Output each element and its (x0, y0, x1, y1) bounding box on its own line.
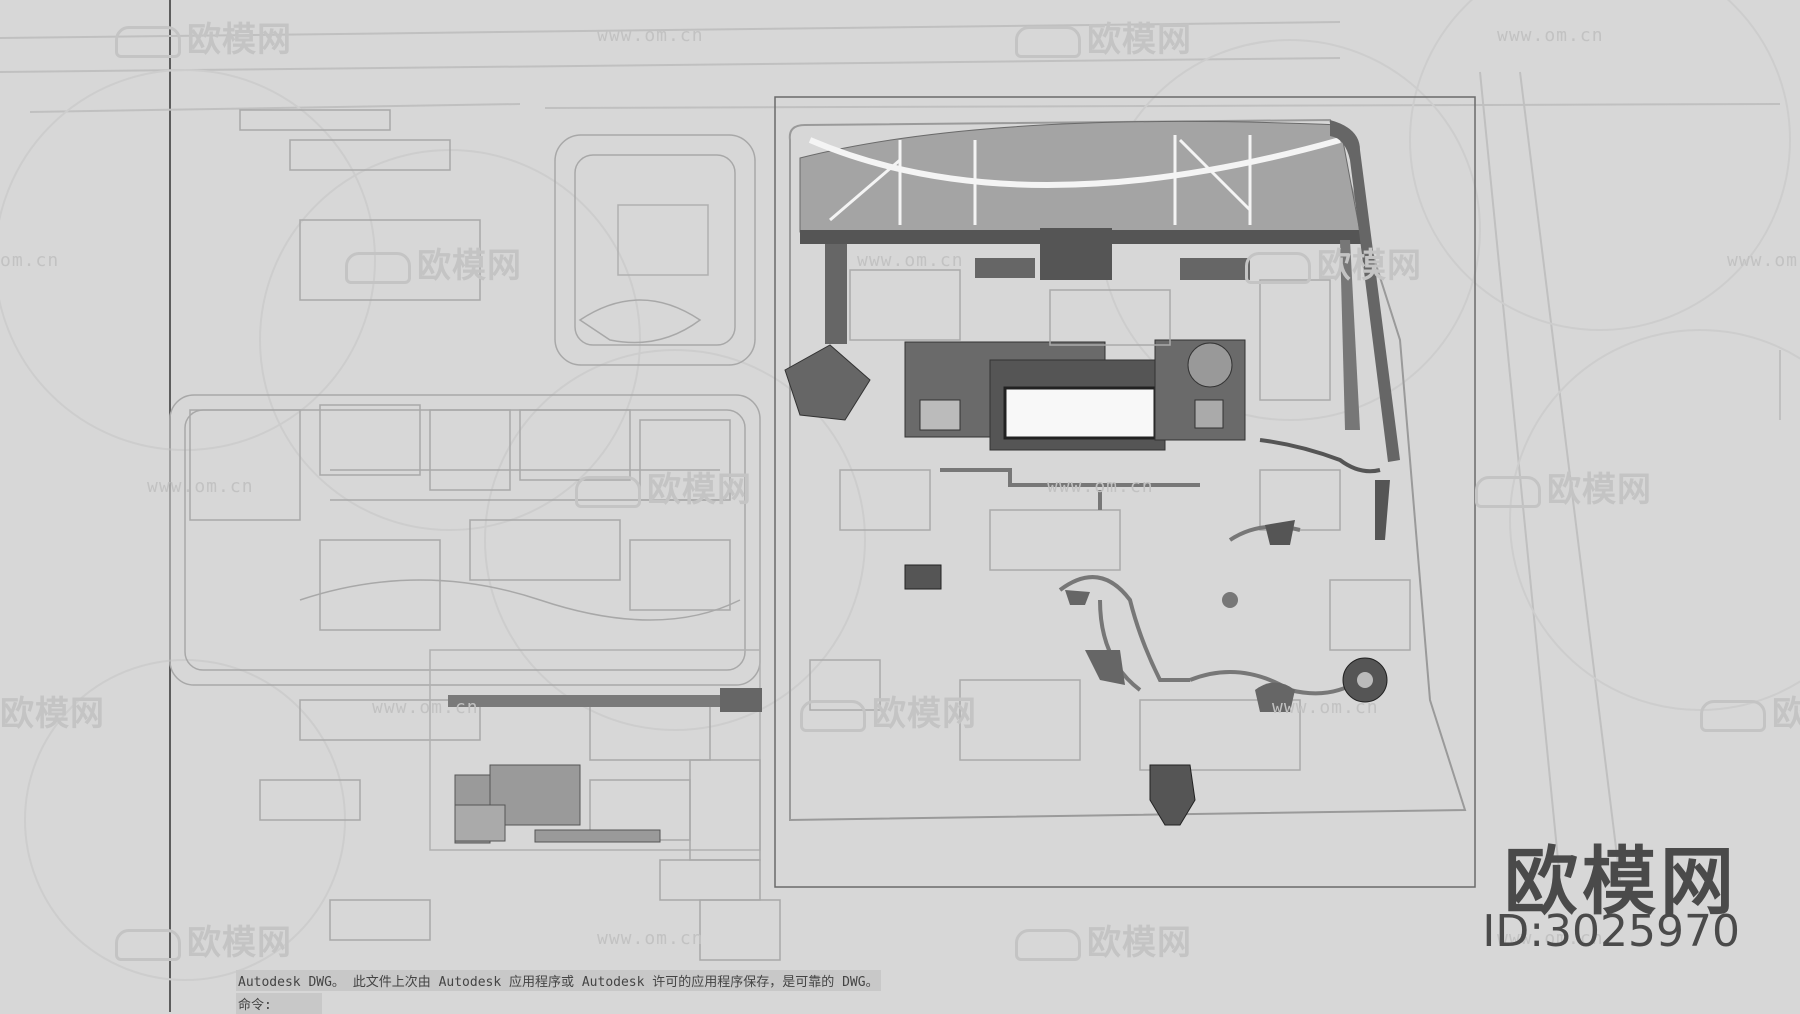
watermark-logo: 欧模网 (115, 12, 292, 61)
watermark-logo: 欧模网 (0, 694, 105, 734)
watermark-logo: 欧模网 (1475, 462, 1652, 511)
watermark-url: www.om.cn (147, 476, 254, 497)
landscape-features (904, 438, 1390, 826)
command-input[interactable] (279, 998, 320, 1013)
command-line-panel: Autodesk DWG。 此文件上次由 Autodesk 应用程序或 Auto… (236, 970, 881, 1014)
watermark-logo: 欧模网 (800, 686, 977, 735)
brand-logo-text: 欧模网 (1504, 839, 1738, 925)
site-outline (788, 118, 1467, 822)
watermark-url: www.om.cn (857, 250, 964, 271)
watermark-url: www.om.cn (1047, 476, 1154, 497)
left-site-plan (169, 109, 781, 961)
watermark-logo: 欧模网 (575, 462, 752, 511)
left-plan-fills (448, 688, 762, 844)
top-entrance-plaza (799, 120, 1365, 280)
watermark-logo: 欧模网 (1245, 238, 1422, 287)
west-walkway (825, 244, 847, 344)
watermark-url: www.om.cn (1497, 928, 1604, 949)
command-prompt-label: 命令: (238, 998, 272, 1013)
watermark-url: www.om.cn (1497, 25, 1604, 46)
west-pavilion (784, 344, 871, 421)
watermark-url: om.cn (0, 250, 60, 271)
watermark-url: www.om.cn (1727, 250, 1800, 271)
central-clubhouse (904, 339, 1246, 451)
watermark-url: www.om.cn (372, 697, 479, 718)
watermark-logo: 欧模网 (1015, 915, 1192, 964)
command-history-message: Autodesk DWG。 此文件上次由 Autodesk 应用程序或 Auto… (236, 970, 881, 991)
asset-id: ID:3025970 (1482, 906, 1740, 957)
watermark-logo: 欧模网 (1700, 686, 1800, 735)
pool-icon (1003, 386, 1157, 440)
east-walkway (1330, 120, 1400, 462)
command-prompt[interactable]: 命令: (236, 993, 322, 1014)
watermark-logo: 欧模网 (115, 915, 292, 964)
watermark-url: www.om.cn (597, 25, 704, 46)
watermark-logo: 欧模网 (345, 238, 522, 287)
residential-blocks (809, 269, 1411, 771)
watermark-url: www.om.cn (597, 928, 704, 949)
watermark-logo: 欧模网 (1015, 12, 1192, 61)
watermark-url: www.om.cn (1272, 697, 1379, 718)
